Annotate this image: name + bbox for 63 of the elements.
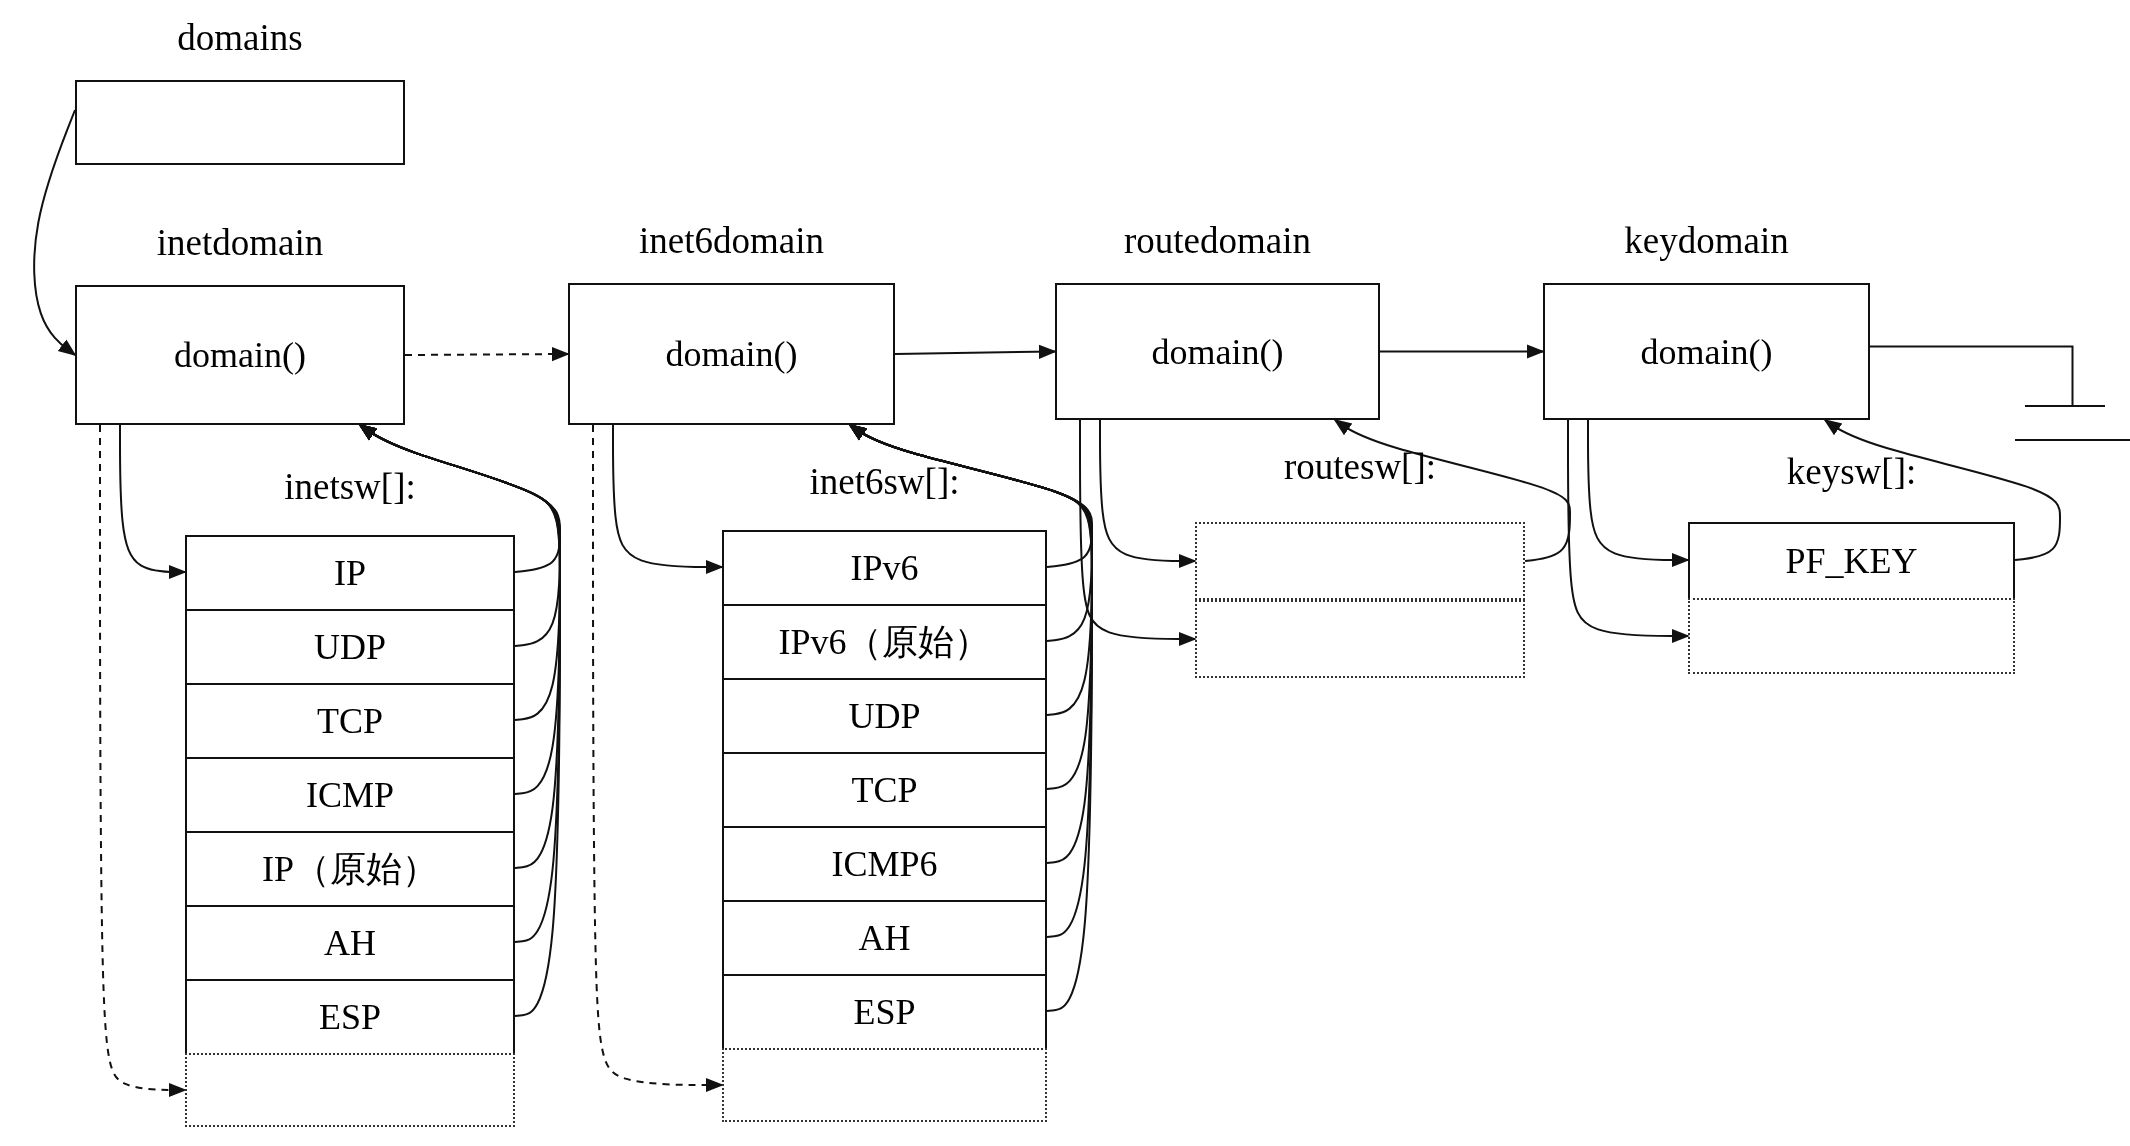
table-row [722,604,1047,678]
row-label: IPv6（原始） [778,620,991,664]
table-row [722,530,1047,604]
table-row [185,683,515,757]
table-row [185,979,515,1053]
table-row [722,678,1047,752]
table-row [185,757,515,831]
row-label: IP [334,552,366,594]
row-label: PF_KEY [1785,540,1918,582]
table-row [185,609,515,683]
table-row [185,905,515,979]
box-label: domain() [173,334,307,376]
box-heading: keydomain [1623,219,1790,262]
row-label: ESP [318,996,381,1038]
array-heading: inet6sw[]: [808,460,961,503]
arrow [99,424,187,1098]
arrow [119,424,187,580]
row-label: AH [324,922,376,964]
box-label: domain() [1150,330,1285,373]
table-row [185,831,515,905]
table-row [722,900,1047,974]
box-heading: inet6domain [638,219,825,262]
table-row [722,974,1047,1048]
row-label: ICMP [306,774,394,816]
row-label: TCP [317,700,383,742]
array-heading: keysw[]: [1785,450,1918,493]
row-label: UDP [314,626,386,668]
table-row [1688,522,2015,598]
row-label: TCP [851,769,918,811]
arrow [1079,419,1197,647]
box-label: domain() [1639,330,1774,373]
array-heading: inetsw[]: [283,465,417,508]
arrow [404,346,570,362]
array-heading: routesw[]: [1282,445,1438,488]
row-label: AH [858,917,911,959]
row-label: IPv6 [850,547,919,589]
row-label: IP（原始） [262,847,438,891]
arrow [1333,418,1571,562]
row-label: UDP [848,695,921,737]
empty-table-row [1195,522,1525,600]
empty-table-row [1195,600,1525,678]
arrow [1567,419,1690,644]
table-row [722,752,1047,826]
box-heading: domains [176,16,304,59]
arrow [1823,418,2061,561]
arrow [612,424,724,575]
table-row [185,535,515,609]
connector-line [1869,345,2074,407]
row-label: ESP [853,991,916,1033]
arrow [1587,419,1690,568]
arrow [894,344,1057,359]
arrow [592,424,724,1093]
box-heading: inetdomain [155,221,325,264]
empty-table-row [185,1053,515,1127]
box-heading: routedomain [1123,219,1312,262]
arrow [1379,344,1545,359]
arrow [33,109,77,357]
box-label: domain() [664,333,799,375]
table-row [722,826,1047,900]
arrow [1099,419,1197,569]
row-label: ICMP6 [831,843,938,885]
empty-table-row [722,1048,1047,1122]
empty-table-row [1688,598,2015,674]
